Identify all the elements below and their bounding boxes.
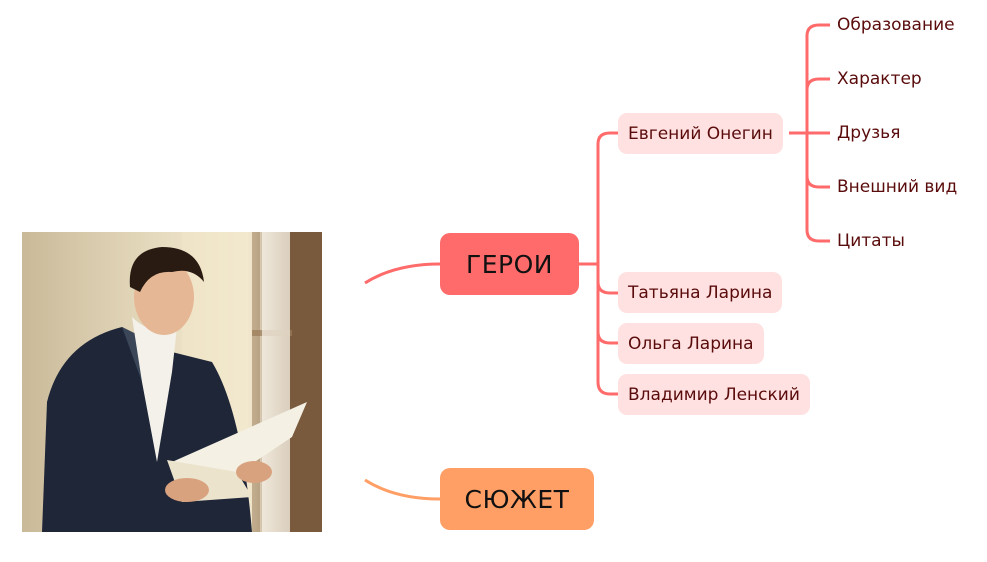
leaf-label: Образование — [837, 15, 955, 35]
subtopic-tatyana-larina[interactable]: Татьяна Ларина — [618, 272, 783, 313]
portrait-illustration — [42, 232, 322, 532]
subtopic-label: Татьяна Ларина — [628, 282, 773, 303]
subtopic-vladimir-lensky[interactable]: Владимир Ленский — [618, 374, 810, 415]
leaf-label: Внешний вид — [837, 177, 958, 197]
leaf-quotes[interactable]: Цитаты — [837, 231, 905, 251]
subtopic-label: Ольга Ларина — [628, 333, 754, 354]
topic-plot-label: СЮЖЕТ — [464, 484, 570, 514]
central-portrait-image[interactable] — [22, 232, 322, 532]
leaf-label: Цитаты — [837, 231, 905, 251]
subtopic-olga-larina[interactable]: Ольга Ларина — [618, 323, 764, 364]
subtopic-label: Евгений Онегин — [628, 123, 773, 144]
leaf-character[interactable]: Характер — [837, 69, 922, 89]
leaf-label: Характер — [837, 69, 922, 89]
leaf-education[interactable]: Образование — [837, 15, 955, 35]
topic-plot[interactable]: СЮЖЕТ — [440, 468, 594, 530]
topic-heroes[interactable]: ГЕРОИ — [440, 233, 579, 295]
subtopic-evgeny-onegin[interactable]: Евгений Онегин — [618, 113, 783, 154]
leaf-label: Друзья — [837, 123, 901, 143]
topic-heroes-label: ГЕРОИ — [466, 249, 553, 279]
leaf-appearance[interactable]: Внешний вид — [837, 177, 957, 197]
leaf-friends[interactable]: Друзья — [837, 123, 900, 143]
subtopic-label: Владимир Ленский — [628, 384, 800, 405]
